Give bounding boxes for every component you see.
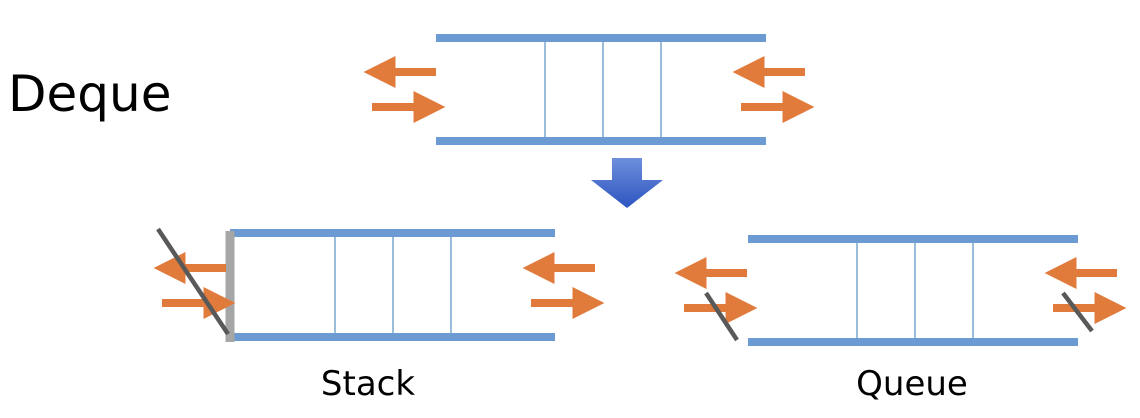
stack-label: Stack xyxy=(321,364,415,404)
stack-container xyxy=(225,229,555,342)
queue-arrows xyxy=(674,257,1127,342)
queue-left-in-strike xyxy=(704,291,739,342)
stack-arrows xyxy=(153,227,605,336)
queue-right-out-strike xyxy=(1061,291,1094,333)
deque-container xyxy=(436,34,766,145)
queue-label: Queue xyxy=(856,364,968,404)
deque-title: Deque xyxy=(8,65,171,123)
deque-arrows xyxy=(363,56,815,123)
queue-container xyxy=(748,235,1078,346)
stack-left-strike xyxy=(156,227,230,336)
down-arrow-icon xyxy=(591,158,663,208)
